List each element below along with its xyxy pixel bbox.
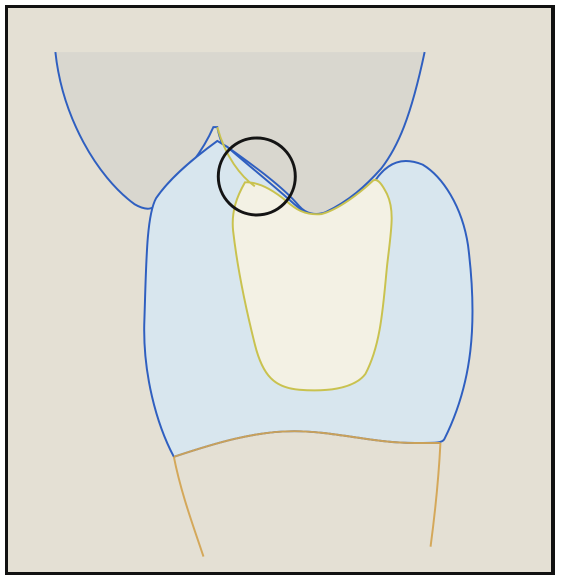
tooth-cross-section-diagram [8,8,551,572]
diagram-frame [5,5,555,575]
